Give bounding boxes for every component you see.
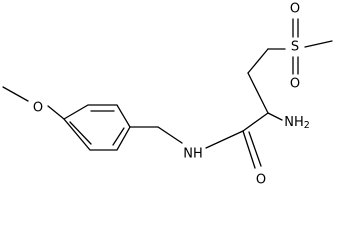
bond-alpha-ch2 [247, 72, 269, 114]
amide-linker: NH O [129, 126, 266, 188]
methoxy-group: O [2, 86, 65, 120]
bond-carbonyl-o-2 [248, 131, 262, 167]
structure-diagram: O NH O NH2 S O O [2, 2, 333, 188]
bond-alpha-nh2 [267, 112, 283, 121]
sulfonyl-oxygen-top-label: O [290, 2, 300, 17]
ring-inner-bond-left [69, 121, 92, 145]
amino-group: NH2 [242, 112, 310, 132]
sulfonyl-oxygen-bottom-label: O [290, 77, 300, 92]
carbonyl-oxygen-label: O [256, 173, 266, 188]
benzene-ring [63, 104, 131, 151]
bond-carbonyl-o-1 [242, 130, 256, 169]
sulfur-label: S [291, 40, 299, 55]
ring-inner-bond-right [112, 127, 125, 146]
methoxy-oxygen-label: O [33, 101, 43, 116]
bond-ch2-nh [157, 126, 183, 144]
bond-carbonyl-alpha [242, 112, 269, 132]
bond-o-ring [47, 105, 65, 120]
bond-methyl-o [2, 86, 29, 102]
bond-nh-carbonyl [205, 130, 244, 149]
ring-outline [63, 104, 131, 151]
bond-s-methyl [304, 40, 333, 48]
amino-nh2-label: NH2 [284, 115, 310, 131]
bond-ch2-ch2 [247, 48, 269, 74]
sulfonyl-chain: S O O [247, 2, 333, 114]
amide-nh-label: NH [183, 147, 203, 162]
